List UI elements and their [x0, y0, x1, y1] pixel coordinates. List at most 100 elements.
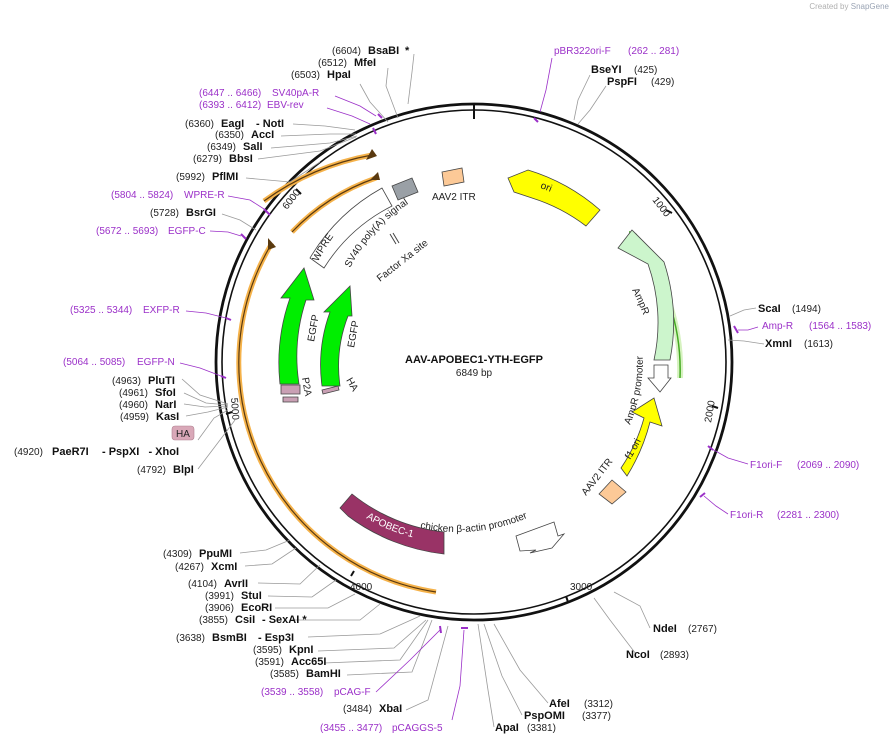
primer-egfpc[interactable]: (5672 .. 5693) EGFP-C [96, 226, 206, 237]
site-xcmi[interactable]: (4267) XcmI [175, 561, 237, 573]
site-ncoi[interactable]: NcoI (2893) [626, 649, 689, 661]
site-csii[interactable]: (3855) CsiI - SexAI * [199, 614, 307, 626]
primer-exfpr[interactable]: (5325 .. 5344) EXFP-R [70, 305, 180, 316]
p2a-feature[interactable] [280, 384, 301, 395]
apobec1-feature[interactable] [339, 493, 445, 555]
egfp2-feature[interactable] [320, 285, 353, 387]
primer-pbr322[interactable]: pBR322ori-F (262 .. 281) [554, 46, 679, 57]
site-paer7i[interactable]: (4920) PaeR7I - PspXI - XhoI [14, 446, 179, 458]
site-csii-name: CsiI [235, 614, 255, 626]
site-nari-pos: (4960) [119, 400, 148, 411]
site-bsmbi[interactable]: (3638) BsmBI - Esp3I [176, 632, 294, 644]
site-bbsi-name: BbsI [229, 153, 253, 165]
p2a-label: P2A [299, 377, 313, 398]
site-pflmi[interactable]: (5992) PflMI [176, 171, 238, 183]
primer-sv40pa-name: SV40pA-R [272, 88, 319, 99]
primer-ampr[interactable]: Amp-R (1564 .. 1583) [762, 321, 871, 332]
site-stui[interactable]: (3991) StuI [205, 590, 262, 602]
primer-wprer-name: WPRE-R [184, 190, 225, 201]
site-pspfi[interactable]: PspFI (429) [607, 76, 674, 88]
site-ncoi-pos: (2893) [660, 650, 689, 661]
site-blpi-name: BlpI [173, 464, 194, 476]
aav2-itr-left-feature[interactable] [441, 167, 465, 187]
site-kpni[interactable]: (3595) KpnI [253, 644, 313, 656]
site-xmni-pos: (1613) [804, 339, 833, 350]
primer-f1orir[interactable]: F1ori-R (2281 .. 2300) [730, 510, 839, 521]
tick-3000: 3000 [570, 582, 593, 593]
site-apai[interactable]: ApaI (3381) [495, 722, 556, 734]
site-kpni-pos: (3595) [253, 645, 282, 656]
site-ecori-pos: (3906) [205, 603, 234, 614]
site-sfoi-name: SfoI [155, 387, 176, 399]
plasmid-name: AAV-APOBEC1-YTH-EGFP [405, 354, 543, 366]
primer-egfpn[interactable]: (5064 .. 5085) EGFP-N [63, 357, 175, 368]
site-ppumi[interactable]: (4309) PpuMI [163, 548, 232, 560]
primer-ebvrev[interactable]: (6393 .. 6412) EBV-rev [199, 100, 304, 111]
sv40-feature[interactable] [391, 177, 419, 201]
primer-pcagf[interactable]: (3539 .. 3558) pCAG-F [261, 687, 371, 698]
site-acci[interactable]: (6350) AccI [215, 129, 274, 141]
primer-ebvrev-range: (6393 .. 6412) [199, 100, 261, 111]
plasmid-size: 6849 bp [456, 368, 493, 379]
site-stui-name: StuI [241, 590, 262, 602]
egfp1-feature[interactable] [278, 267, 315, 385]
wpre-feature[interactable] [309, 187, 393, 269]
site-blpi[interactable]: (4792) BlpI [137, 464, 194, 476]
site-sfoi[interactable]: (4961) SfoI [119, 387, 176, 399]
orange-arcs [236, 149, 437, 595]
primer-pcagf-range: (3539 .. 3558) [261, 687, 323, 698]
site-scai[interactable]: ScaI (1494) [758, 303, 821, 315]
site-eagi[interactable]: (6360) EagI - NotI [185, 118, 284, 130]
site-acc65i-name: Acc65I [291, 656, 326, 668]
site-ndei[interactable]: NdeI (2767) [653, 623, 717, 635]
site-ecori[interactable]: (3906) EcoRI [205, 602, 272, 614]
site-pspfi-pos: (429) [651, 77, 674, 88]
ampr-promoter-feature[interactable] [647, 364, 672, 393]
site-mfei[interactable]: (6512) MfeI [318, 57, 376, 69]
site-pluti[interactable]: (4963) PluTI [112, 375, 175, 387]
ori-feature[interactable] [507, 169, 601, 227]
primer-sv40pa[interactable]: (6447 .. 6466) SV40pA-R [199, 88, 319, 99]
ampr-feature[interactable] [617, 229, 674, 361]
site-ncoi-name: NcoI [626, 649, 650, 661]
ha-feature[interactable] [321, 385, 340, 395]
site-xbai[interactable]: (3484) XbaI [343, 703, 402, 715]
site-sali[interactable]: (6349) SalI [207, 141, 263, 153]
primer-pcagf-name: pCAG-F [334, 687, 371, 698]
site-acc65i[interactable]: (3591) Acc65I [255, 656, 326, 668]
primer-pcaggs5[interactable]: (3455 .. 3477) pCAGGS-5 [320, 723, 443, 734]
site-bsabi[interactable]: (6604) BsaBI * [332, 45, 410, 57]
site-nari[interactable]: (4960) NarI [119, 399, 176, 411]
site-sfoi-pos: (4961) [119, 388, 148, 399]
site-xmni[interactable]: XmnI (1613) [765, 338, 833, 350]
site-avrii[interactable]: (4104) AvrII [188, 578, 248, 590]
primer-egfpc-name: EGFP-C [168, 226, 206, 237]
aav2-itr-right-feature[interactable] [598, 479, 627, 505]
site-bsrgi[interactable]: (5728) BsrGI [150, 207, 216, 219]
ampr-label: AmpR [629, 286, 651, 316]
site-sali-name: SalI [243, 141, 263, 153]
site-xcmi-name: XcmI [211, 561, 237, 573]
site-kasi[interactable]: (4959) KasI [120, 411, 179, 423]
site-pspomi-name: PspOMI [524, 710, 565, 722]
ha-box[interactable]: HA [171, 425, 195, 441]
credit-brand: SnapGene [850, 2, 889, 11]
primer-wprer[interactable]: (5804 .. 5824) WPRE-R [111, 190, 225, 201]
site-pspomi[interactable]: PspOMI (3377) [524, 710, 611, 722]
site-bsmbi-extra: - Esp3I [258, 632, 294, 644]
primer-f1orif[interactable]: F1ori-F (2069 .. 2090) [750, 460, 859, 471]
cba-promoter-feature[interactable] [515, 521, 566, 554]
site-bbsi[interactable]: (6279) BbsI [193, 153, 253, 165]
site-mfei-name: MfeI [354, 57, 376, 69]
f1-ori-feature[interactable] [620, 397, 663, 477]
site-hpai[interactable]: (6503) HpaI [291, 69, 351, 81]
site-eagi-pos: (6360) [185, 119, 214, 130]
primer-pcaggs5-name: pCAGGS-5 [392, 723, 443, 734]
site-scai-name: ScaI [758, 303, 781, 315]
site-hpai-pos: (6503) [291, 70, 320, 81]
site-afei[interactable]: AfeI (3312) [549, 698, 613, 710]
site-bseyi[interactable]: BseYI (425) [591, 64, 657, 76]
site-bamhi[interactable]: (3585) BamHI [270, 668, 341, 680]
primer-f1orif-name: F1ori-F [750, 460, 782, 471]
